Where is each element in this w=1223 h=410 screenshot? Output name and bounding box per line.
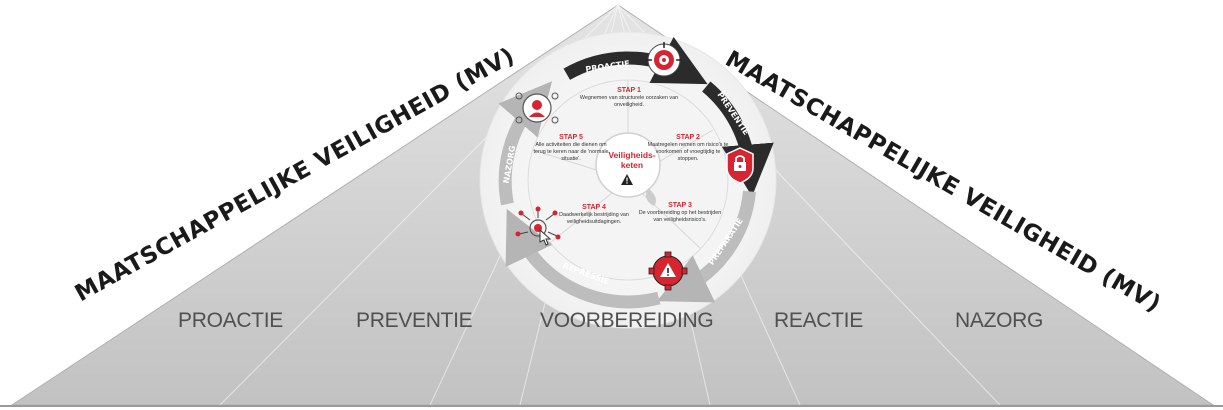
person-network-icon	[515, 92, 559, 124]
step-text: Alle activiteiten die dienen om terug te…	[533, 142, 609, 162]
center-label-line2: keten	[620, 160, 644, 170]
step-5: STAP 5 Alle activiteiten die dienen om t…	[532, 133, 610, 163]
step-title: STAP 4	[582, 204, 606, 211]
step-title: STAP 2	[676, 134, 700, 141]
step-4: STAP 4 Daadwerkelijk bestrijding van vei…	[548, 203, 640, 226]
target-gear-icon	[646, 42, 682, 77]
shield-lock-icon	[726, 147, 754, 184]
phase-preventie: PREVENTIE	[356, 309, 473, 332]
step-1: STAP 1 Wegnemen van structurele oorzaken…	[579, 86, 679, 109]
warning-gear-icon	[648, 251, 688, 291]
step-title: STAP 3	[668, 202, 692, 209]
step-3: STAP 3 De voorbereiding op het bestrijde…	[638, 201, 722, 224]
touch-network-icon	[515, 206, 561, 246]
step-text: Daadwerkelijk bestrijding van veiligheid…	[559, 212, 629, 225]
phase-reactie: REACTIE	[774, 309, 863, 332]
phase-voorbereiding: VOORBEREIDING	[540, 309, 714, 332]
step-2: STAP 2 Maatregelen nemen om risico's te …	[646, 133, 730, 163]
step-text: Wegnemen van structurele oorzaken van on…	[579, 95, 679, 108]
center-label: Veiligheids- keten	[602, 150, 662, 170]
center-label-line1: Veiligheids-	[608, 150, 656, 160]
step-title: STAP 1	[617, 87, 641, 94]
step-text: De voorbereiding op het bestrijden van v…	[638, 210, 722, 223]
phase-nazorg: NAZORG	[955, 309, 1044, 332]
step-text: Maatregelen nemen om risico's te voorkom…	[647, 142, 729, 162]
phase-proactie: PROACTIE	[178, 309, 283, 332]
center-warning-icon	[621, 174, 633, 185]
step-title: STAP 5	[559, 134, 583, 141]
